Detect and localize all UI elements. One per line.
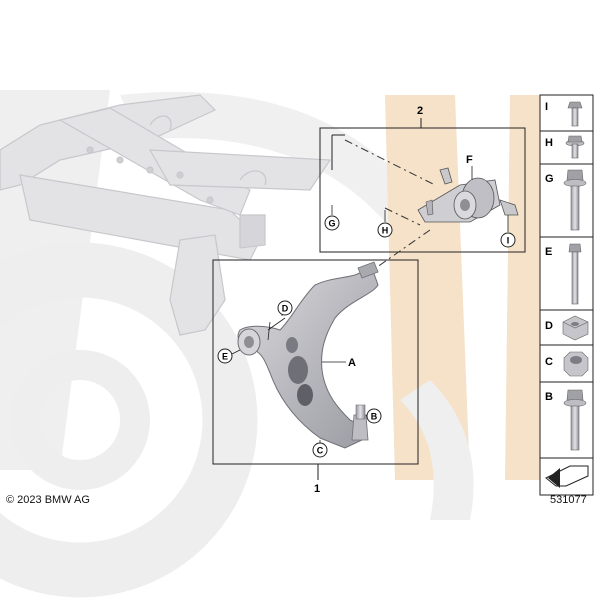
callout-B: B: [371, 412, 378, 422]
callout-G: G: [328, 219, 335, 229]
square-nut-icon: [562, 315, 589, 341]
flange-bolt-icon: [563, 389, 587, 451]
parts-label-G: G: [545, 173, 554, 185]
control-arm-shape: [237, 267, 379, 449]
bushing-assembly-frame: 2 F G H I: [319, 105, 526, 253]
small-flange-bolt-icon: [565, 135, 585, 159]
callout-C: C: [317, 446, 324, 456]
hex-nut-icon: [563, 351, 589, 377]
parts-label-H: H: [545, 137, 553, 149]
parts-label-B: B: [545, 391, 553, 403]
callout-2: 2: [417, 105, 423, 117]
diagram-number: 531077: [550, 494, 587, 506]
parts-label-I: I: [545, 101, 548, 113]
long-flange-bolt-icon: [563, 169, 587, 231]
callout-H: H: [382, 226, 389, 236]
small-bolt-icon: [567, 101, 583, 127]
long-bolt-icon: [568, 243, 582, 305]
callout-F: F: [466, 154, 473, 166]
direction-arrow-icon: [545, 465, 589, 488]
control-arm-frame: 1 D E A B C: [212, 259, 419, 495]
callout-A: A: [348, 357, 356, 369]
callout-1: 1: [314, 483, 320, 495]
callout-D: D: [282, 304, 289, 314]
callout-I: I: [507, 236, 510, 246]
copyright-text: © 2023 BMW AG: [6, 494, 90, 506]
parts-label-E: E: [545, 246, 552, 258]
parts-label-C: C: [545, 356, 553, 368]
callout-E: E: [222, 352, 228, 362]
subframe-illustration: [0, 94, 332, 336]
parts-label-D: D: [545, 320, 553, 332]
parts-column: I H G E D C: [539, 94, 594, 496]
